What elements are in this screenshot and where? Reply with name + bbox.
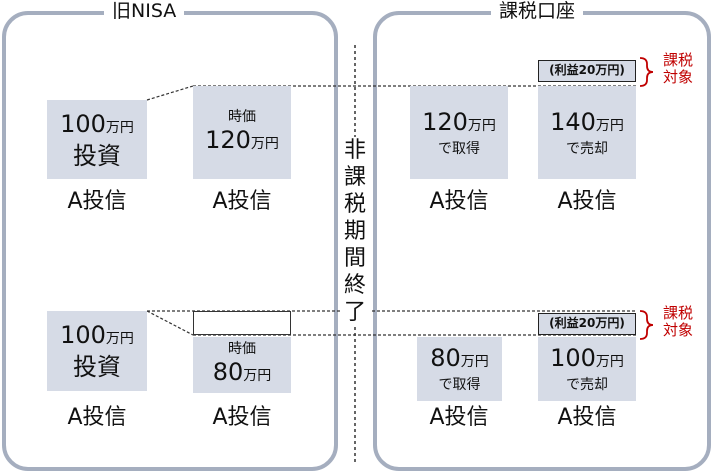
nisa1-market-amount: 120 xyxy=(205,125,251,154)
tax1-acquire-label: で取得 xyxy=(438,140,480,157)
taxable-account-title: 課税口座 xyxy=(491,0,584,22)
tax1-acquire-amount: 120 xyxy=(422,107,468,136)
tax1-acquire-unit: 万円 xyxy=(467,117,496,134)
nisa2-market-box: 時価 80万円 xyxy=(193,337,291,393)
tax1-sell-label: で売却 xyxy=(566,140,608,157)
tax2-sell-box: 100万円 で売却 xyxy=(538,337,636,401)
tax1-profit-badge: (利益20万円) xyxy=(538,60,636,82)
nisa2-invest-box: 100万円 投資 xyxy=(47,311,147,391)
nisa2-invest-fund: A投信 xyxy=(67,405,127,430)
nisa2-market-label: 時価 xyxy=(228,341,256,357)
tax1-sell-unit: 万円 xyxy=(595,117,624,134)
tax2-acquire-amount: 80 xyxy=(430,344,461,372)
nisa1-invest-unit: 万円 xyxy=(105,119,134,136)
tax1-taxable-label: 課税対象 xyxy=(662,51,693,86)
nisa2-market-fund: A投信 xyxy=(212,405,272,430)
tax1-sell-amount: 140 xyxy=(550,107,596,136)
tax2-sell-label: で売却 xyxy=(566,377,608,393)
nisa1-market-unit: 万円 xyxy=(250,135,279,152)
tax1-sell-fund: A投信 xyxy=(557,189,617,214)
old-nisa-title: 旧NISA xyxy=(104,0,185,22)
nisa2-market-amount: 80 xyxy=(212,358,244,386)
nisa2-lost-value-box xyxy=(193,311,291,335)
nisa2-invest-label: 投資 xyxy=(73,353,121,381)
tax-free-period-end-label: 非課税期間終了 xyxy=(340,137,370,326)
nisa2-market-unit: 万円 xyxy=(243,368,272,384)
nisa1-invest-amount: 100 xyxy=(60,109,106,138)
tax2-acquire-fund: A投信 xyxy=(429,405,489,430)
tax2-taxable-label: 課税対象 xyxy=(662,304,693,339)
nisa1-market-fund: A投信 xyxy=(212,189,272,214)
nisa1-invest-label: 投資 xyxy=(73,141,121,170)
tax2-acquire-box: 80万円 で取得 xyxy=(417,337,502,401)
tax1-acquire-box: 120万円 で取得 xyxy=(410,86,508,179)
tax1-acquire-fund: A投信 xyxy=(429,189,489,214)
tax2-profit-badge: (利益20万円) xyxy=(538,313,636,335)
tax1-sell-box: 140万円 で売却 xyxy=(538,86,636,179)
nisa1-market-label: 時価 xyxy=(228,108,256,125)
nisa2-invest-unit: 万円 xyxy=(105,331,134,347)
tax2-sell-fund: A投信 xyxy=(557,405,617,430)
tax2-sell-unit: 万円 xyxy=(595,354,624,370)
nisa2-invest-amount: 100 xyxy=(60,321,106,349)
nisa1-market-box: 時価 120万円 xyxy=(193,86,291,179)
nisa1-invest-box: 100万円 投資 xyxy=(47,100,147,179)
nisa1-invest-fund: A投信 xyxy=(67,189,127,214)
tax2-acquire-label: で取得 xyxy=(438,377,481,393)
tax2-sell-amount: 100 xyxy=(550,344,596,372)
tax2-acquire-unit: 万円 xyxy=(460,354,489,370)
